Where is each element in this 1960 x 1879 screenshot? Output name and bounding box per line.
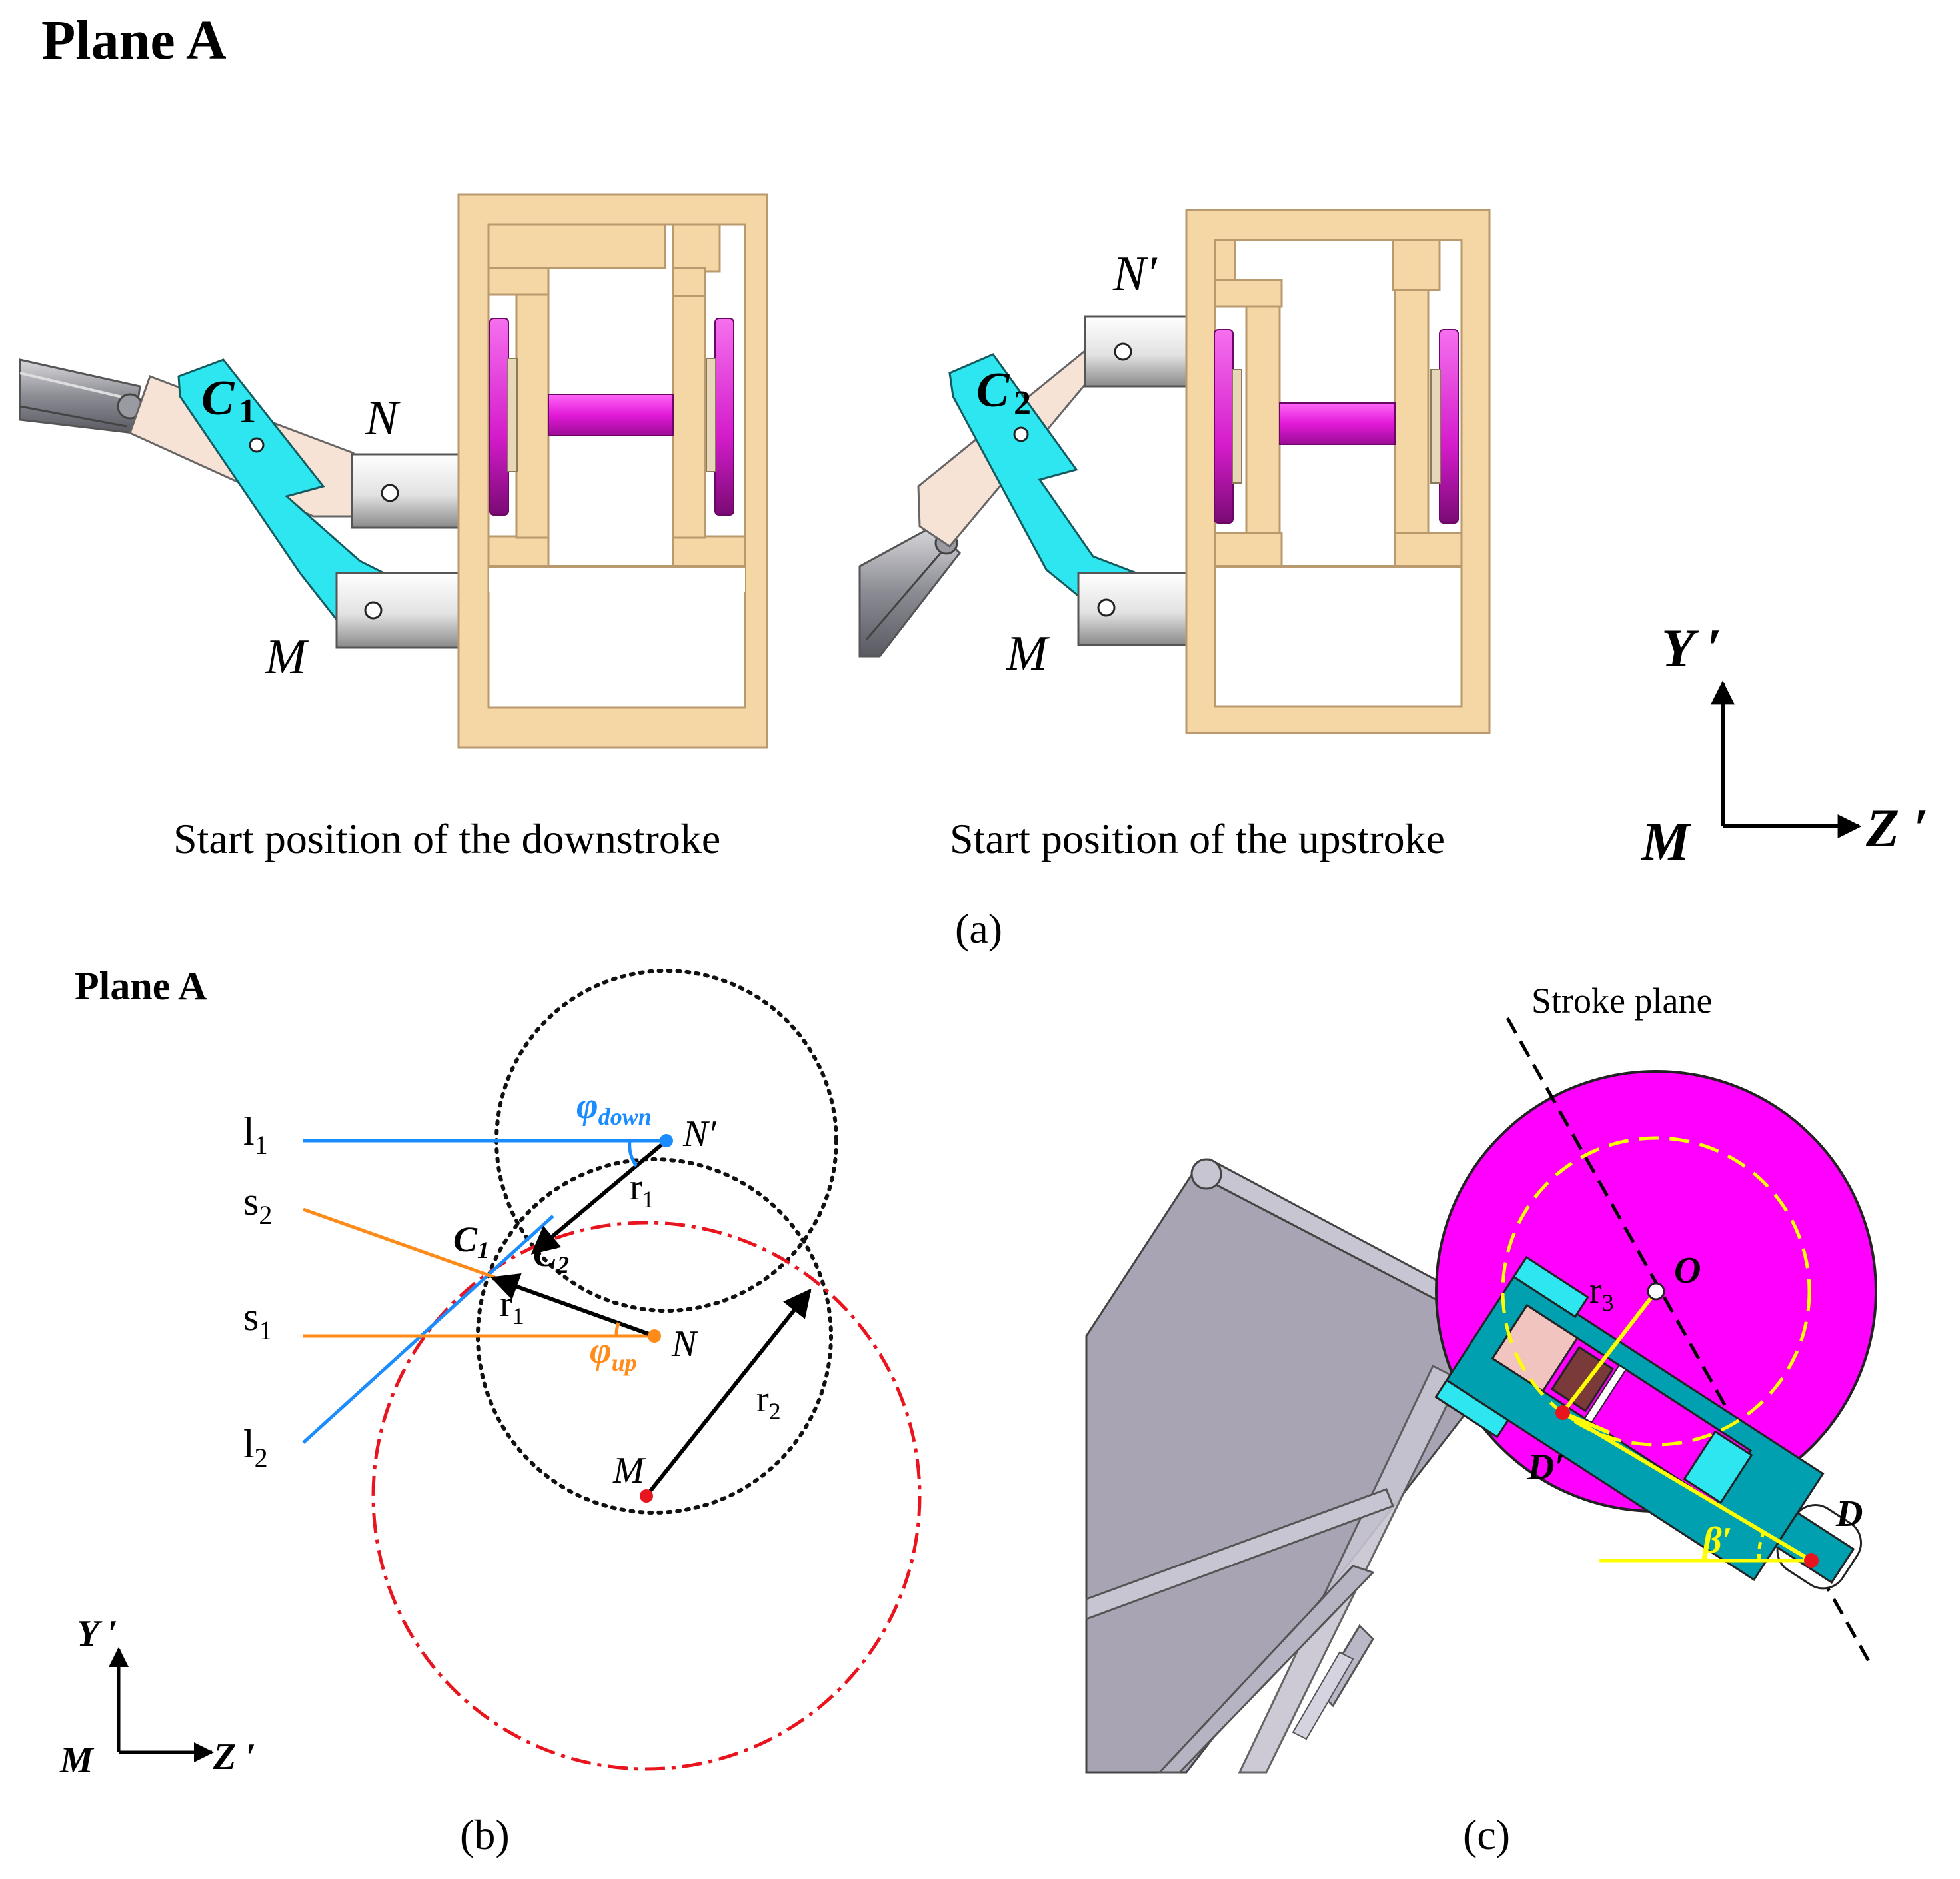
teal-arm: [1434, 1255, 1863, 1590]
right-c2-label-sub: 2: [1014, 384, 1031, 422]
caption-downstroke: Start position of the downstroke: [173, 815, 720, 862]
label-s1: s1: [243, 1295, 272, 1345]
label-beta: β′: [1701, 1520, 1732, 1561]
circle-m: [371, 1221, 922, 1771]
left-mechanism: C 1 N M: [19, 193, 768, 749]
label-r1-top: r1: [630, 1167, 654, 1213]
panel-b-axis-z-label: Z ′: [213, 1736, 256, 1778]
panel-b-axes: Y ′ Z ′ M: [59, 1613, 256, 1781]
arc-phi-down: [628, 1140, 638, 1167]
right-n-block: [1084, 315, 1188, 388]
point-d-prime: [1555, 1405, 1570, 1420]
panel-c-label: (c): [1463, 1811, 1510, 1858]
panel-b: Plane A l1 s2 s1 l2 φdown φup N′ N M C1 …: [59, 964, 922, 1858]
yellow-arc-beta: [1757, 1529, 1767, 1561]
panel-c: Stroke plane: [1085, 981, 1877, 1858]
right-gray-rod: [858, 525, 961, 658]
panel-a-axes: Y ′ Z ′ M: [1640, 618, 1929, 872]
label-m: M: [612, 1450, 646, 1491]
left-magenta-axle: [489, 318, 734, 516]
right-mechanism: C 2 N′ M: [858, 209, 1491, 734]
right-magenta-axle: [1214, 329, 1459, 524]
panel-a-axis-z-label: Z ′: [1865, 798, 1929, 858]
point-n: [648, 1329, 661, 1343]
label-c1: C1: [453, 1219, 489, 1263]
left-n-block: [351, 453, 460, 529]
point-d: [1804, 1553, 1819, 1568]
yellow-dashed-circle: [1501, 1136, 1811, 1447]
label-phi-up: φup: [590, 1330, 637, 1376]
gray-frame: [1085, 1158, 1519, 1774]
arrow-r1-bottom: [490, 1273, 656, 1338]
point-m: [640, 1489, 653, 1503]
right-c2-label: C: [976, 363, 1010, 418]
label-r3: r3: [1589, 1270, 1614, 1316]
arrow-r1-top: [530, 1139, 668, 1255]
left-m-label: M: [265, 630, 309, 684]
panel-b-label: (b): [460, 1811, 510, 1858]
left-m-block: [335, 572, 460, 649]
label-r2: r2: [756, 1379, 781, 1425]
label-l2: l2: [243, 1422, 268, 1473]
left-c1-label-sub: 1: [239, 392, 256, 430]
label-d: D: [1835, 1493, 1863, 1535]
right-m-block: [1077, 572, 1188, 646]
stroke-plane-label: Stroke plane: [1531, 981, 1712, 1021]
point-n-prime: [660, 1134, 673, 1147]
left-c1-label: C: [201, 371, 235, 426]
panel-a-axis-y-label: Y ′: [1661, 618, 1722, 678]
left-gray-rod: [19, 358, 143, 434]
label-r1-bottom: r1: [500, 1283, 524, 1329]
panel-b-title: Plane A: [75, 964, 207, 1008]
panel-a-label: (a): [955, 905, 1002, 952]
right-cyan-part-c2: [948, 353, 1137, 602]
label-n: N: [671, 1323, 698, 1365]
label-l1: l1: [243, 1109, 268, 1160]
point-o: [1647, 1282, 1665, 1301]
yellow-line-r3: [1561, 1290, 1658, 1414]
label-s2: s2: [243, 1179, 272, 1230]
label-c2: C2: [533, 1234, 569, 1278]
line-l2: [302, 1215, 554, 1444]
right-c2-pin: [1013, 426, 1029, 442]
panel-b-axis-y-label: Y ′: [77, 1613, 118, 1654]
right-n-label: N′: [1112, 247, 1158, 301]
caption-upstroke: Start position of the upstroke: [950, 815, 1445, 862]
line-s2: [303, 1207, 497, 1280]
arrow-r2: [644, 1288, 812, 1497]
panel-a: Plane A C 1: [19, 9, 1929, 952]
left-c1-pin: [249, 437, 265, 453]
panel-b-axis-origin-label: M: [59, 1740, 95, 1781]
label-phi-down: φdown: [576, 1085, 652, 1130]
arc-phi-up: [614, 1322, 620, 1337]
panel-a-title: Plane A: [41, 9, 227, 71]
label-o: O: [1674, 1250, 1701, 1291]
yellow-line-d-prime-d: [1561, 1411, 1813, 1563]
label-d-prime: D′: [1527, 1447, 1565, 1488]
right-m-label: M: [1006, 626, 1050, 681]
panel-a-axis-origin-label: M: [1640, 811, 1692, 872]
left-n-label: N: [365, 391, 401, 446]
label-n-prime: N′: [682, 1113, 716, 1155]
